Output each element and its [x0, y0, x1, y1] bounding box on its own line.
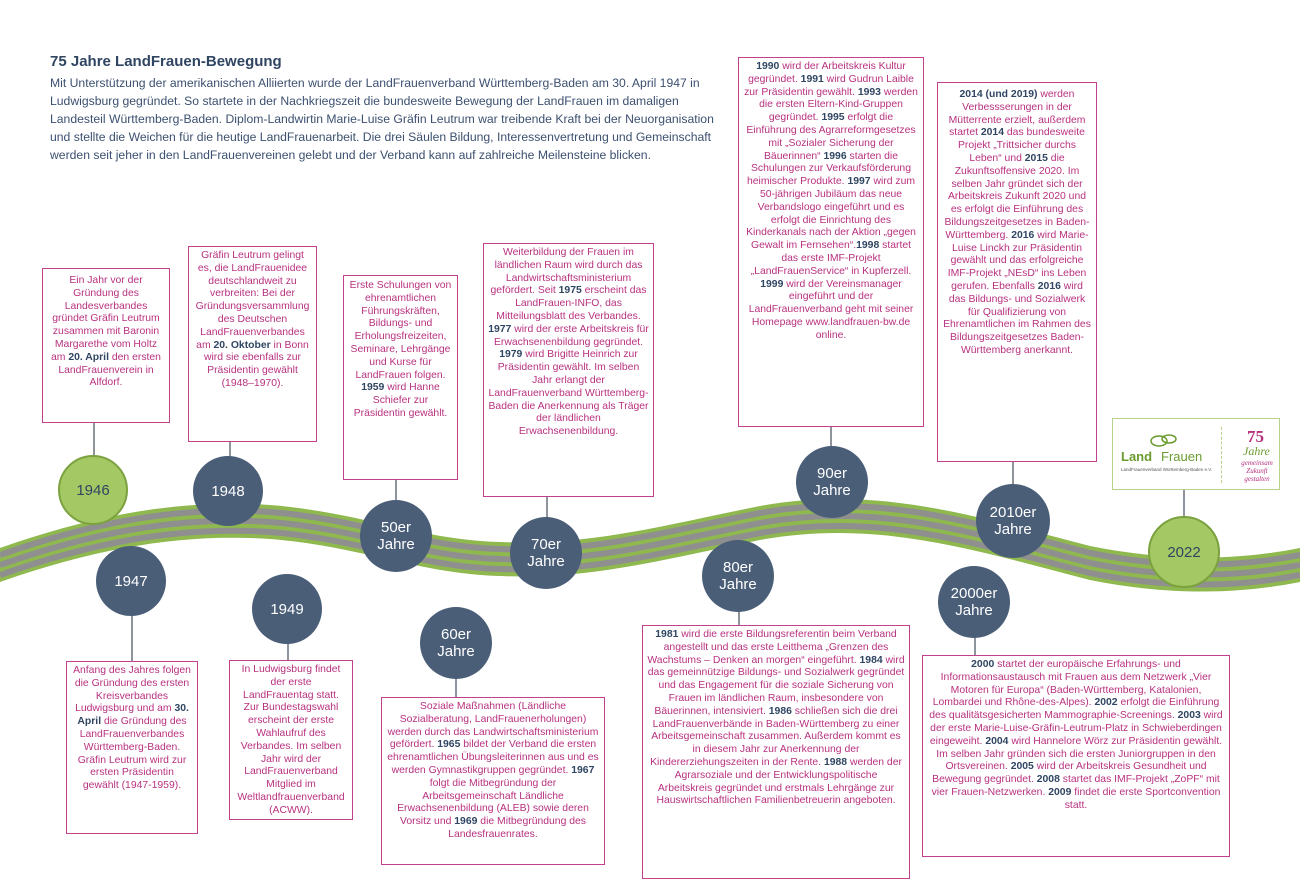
milestone-text-1946: Ein Jahr vor der Gründung des Landesverb…: [42, 268, 170, 423]
bee-icon: [1150, 434, 1177, 447]
logo-name-land: Land: [1121, 449, 1153, 464]
milestone-text-2010er: 2014 (und 2019) werden Verbessserungen i…: [937, 82, 1097, 462]
logo-jahre: Jahre: [1243, 444, 1270, 458]
milestone-text-60er: Soziale Maßnahmen (Ländliche Sozialberat…: [381, 697, 605, 865]
milestone-text-70er: Weiterbildung der Frauen im ländlichen R…: [483, 243, 654, 497]
intro-text: Mit Unterstützung der amerikanischen All…: [50, 76, 714, 162]
logo-name-frauen: Frauen: [1161, 449, 1203, 464]
logo-number: 75: [1247, 427, 1264, 446]
year-circle-2022: 2022: [1148, 516, 1220, 588]
connector-2000er: [974, 618, 976, 658]
connector-60er: [455, 670, 457, 700]
milestone-text-50er: Erste Schulungen von ehrenamtlichen Führ…: [343, 275, 458, 480]
connector-1947: [131, 600, 133, 662]
logo-slogan: gemeinsam Zukunft gestalten: [1241, 459, 1273, 483]
year-circle-1948: 1948: [193, 456, 263, 526]
connector-70er: [546, 495, 548, 519]
milestone-text-1949: In Ludwigsburg findet der erste LandFrau…: [229, 660, 353, 820]
year-circle-1949: 1949: [252, 574, 322, 644]
logo-divider: [1221, 427, 1222, 483]
connector-90er: [830, 425, 832, 449]
logo-subtitle: LandFrauenverband Württemberg-Baden e.V.: [1121, 467, 1213, 472]
connector-2022: [1183, 488, 1185, 518]
connector-50er: [395, 478, 397, 503]
year-circle-1947: 1947: [96, 546, 166, 616]
connector-2010er: [1012, 460, 1014, 488]
page-title: 75 Jahre LandFrauen-Bewegung: [50, 53, 282, 70]
milestone-text-80er: 1981 wird die erste Bildungsreferentin b…: [642, 625, 910, 879]
milestone-text-1948: Gräfin Leutrum gelingt es, die LandFraue…: [188, 246, 317, 442]
connector-1949: [287, 628, 289, 662]
landfrauen-logo: Land Frauen LandFrauenverband Württember…: [1112, 418, 1280, 490]
milestone-text-2000er: 2000 startet der europäische Erfahrungs-…: [922, 655, 1230, 857]
milestone-text-90er: 1990 wird der Arbeitskreis Kultur gegrün…: [738, 57, 924, 427]
connector-80er: [738, 596, 740, 628]
intro: 75 Jahre LandFrauen-Bewegung Mit Unterst…: [50, 52, 735, 164]
year-circle-1946: 1946: [58, 455, 128, 525]
connector-1948: [229, 440, 231, 464]
milestone-text-1947: Anfang des Jahres folgen die Gründung de…: [66, 661, 198, 834]
connector-1946: [93, 422, 95, 462]
